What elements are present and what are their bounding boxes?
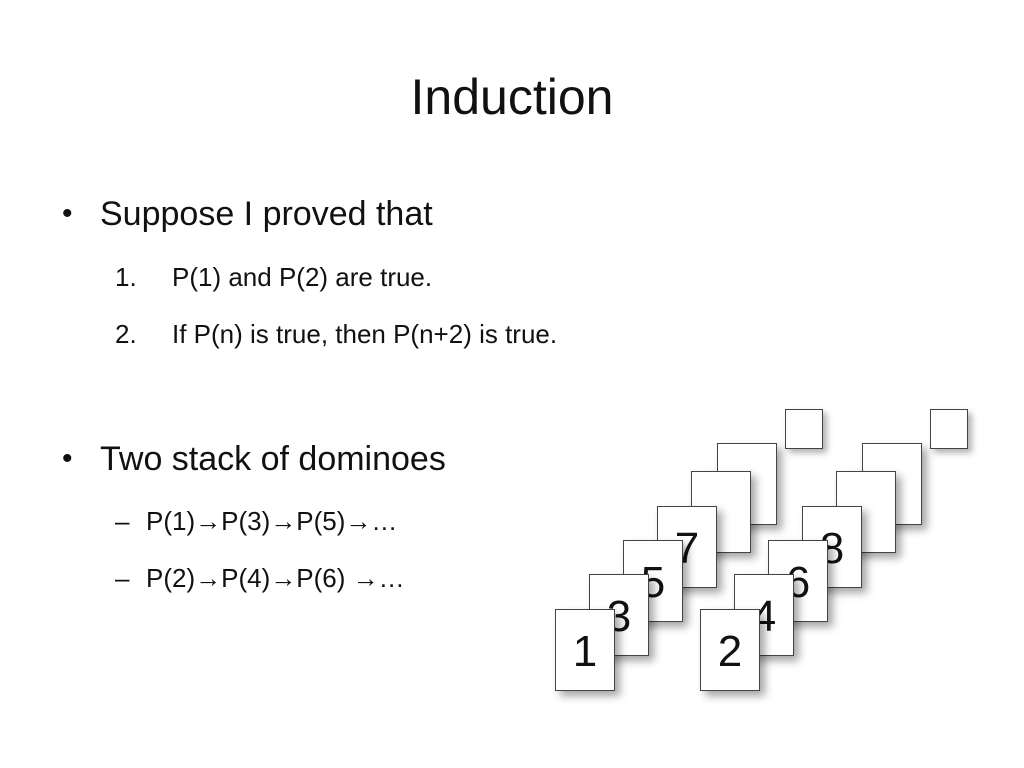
bullet-text: Two stack of dominoes [100, 440, 446, 478]
domino-2: 2 [700, 609, 760, 691]
item-text: P(2)→P(4)→P(6) →… [146, 563, 405, 593]
item-text: P(1)→P(3)→P(5)→… [146, 506, 398, 536]
domino-odd-top [785, 409, 823, 449]
slide-title: Induction [410, 69, 614, 125]
dash-marker: – [115, 563, 130, 593]
dash-item-odd: – P(1)→P(3)→P(5)→… [115, 505, 398, 537]
bullet-marker: • [62, 442, 73, 475]
dash-marker: – [115, 506, 130, 536]
bullet-marker: • [62, 197, 73, 230]
numbered-item-1: 1. P(1) and P(2) are true. [115, 261, 433, 293]
bullet-suppose: • Suppose I proved that [62, 194, 433, 234]
bullet-dominoes: • Two stack of dominoes [62, 439, 446, 479]
domino-1: 1 [555, 609, 615, 691]
dash-item-even: – P(2)→P(4)→P(6) →… [115, 562, 405, 594]
item-text: If P(n) is true, then P(n+2) is true. [172, 319, 558, 349]
item-text: P(1) and P(2) are true. [172, 262, 433, 292]
item-number: 2. [115, 319, 137, 349]
domino-even-top [930, 409, 968, 449]
numbered-item-2: 2. If P(n) is true, then P(n+2) is true. [115, 318, 558, 350]
bullet-text: Suppose I proved that [100, 195, 433, 233]
item-number: 1. [115, 262, 137, 292]
